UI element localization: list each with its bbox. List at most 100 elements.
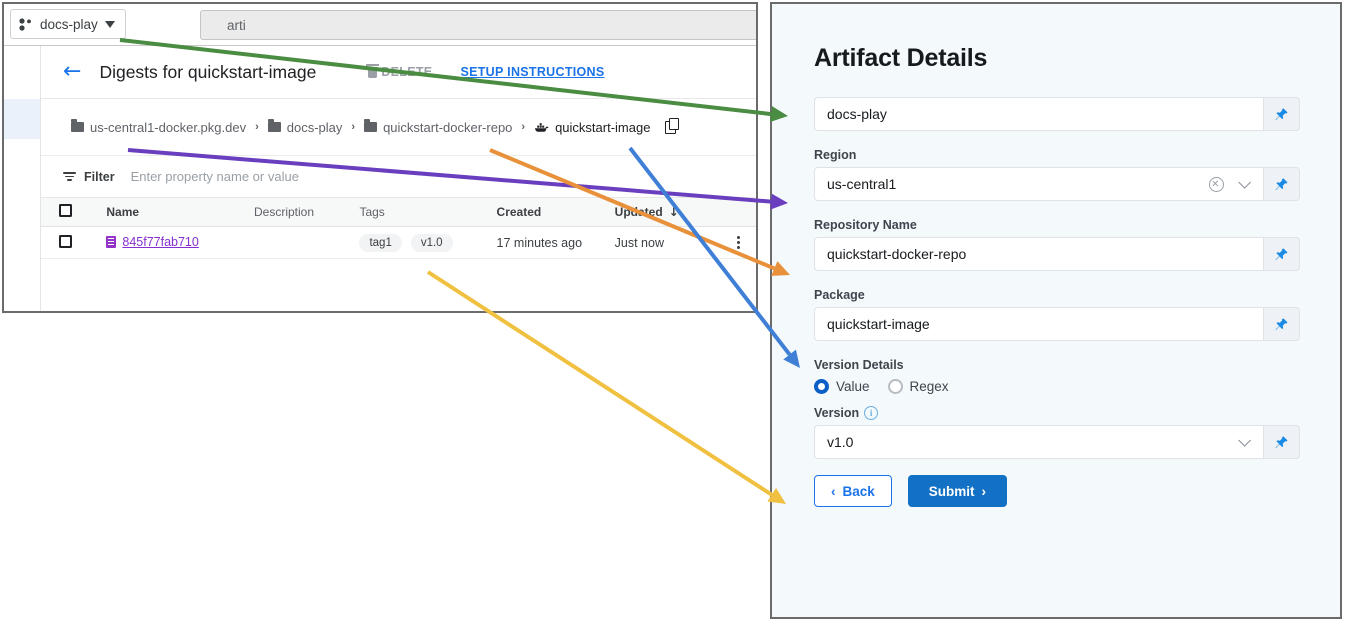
chevron-down-icon[interactable] xyxy=(1238,433,1251,447)
docker-whale-icon xyxy=(535,122,549,132)
field-repository-name-row: quickstart-docker-repo xyxy=(814,237,1300,271)
search-input-value: arti xyxy=(227,17,246,33)
submit-button-label: Submit xyxy=(928,483,975,499)
row-tags-cell: tag1 v1.0 xyxy=(359,226,497,259)
page-title: Digests for quickstart-image xyxy=(99,61,317,82)
delete-button-label: DELETE xyxy=(381,65,433,79)
region-input[interactable]: us-central1 xyxy=(814,167,1264,201)
project-selector[interactable]: docs-play xyxy=(10,9,126,39)
region-input-value: us-central1 xyxy=(827,176,897,192)
region-label: Region xyxy=(814,148,857,162)
column-header-description[interactable]: Description xyxy=(254,198,360,227)
copy-icon[interactable] xyxy=(665,118,679,134)
back-button[interactable]: ‹ Back xyxy=(814,475,892,507)
pin-icon xyxy=(1275,178,1288,190)
project-selector-label: docs-play xyxy=(40,16,98,32)
panel-title: Artifact Details xyxy=(814,44,988,72)
pin-icon xyxy=(1275,248,1288,260)
breadcrumb-label: us-central1-docker.pkg.dev xyxy=(90,119,247,135)
breadcrumb-item-package: quickstart-image xyxy=(534,120,650,135)
repository-name-label: Repository Name xyxy=(814,218,917,232)
digest-link[interactable]: 845f77fab710 xyxy=(106,235,199,249)
table-row[interactable]: 845f77fab710 tag1 v1.0 17 minutes ago Jus… xyxy=(41,226,756,259)
chevron-down-icon xyxy=(104,20,115,28)
tag-chip[interactable]: v1.0 xyxy=(410,233,453,252)
pin-icon xyxy=(1275,108,1288,120)
project-dots-icon xyxy=(19,17,31,31)
column-header-created[interactable]: Created xyxy=(496,198,615,227)
breadcrumb-label: quickstart-docker-repo xyxy=(383,119,513,135)
repository-name-input[interactable]: quickstart-docker-repo xyxy=(814,237,1264,271)
filter-bar[interactable]: Filter Enter property name or value xyxy=(41,156,756,198)
breadcrumb-item-project[interactable]: docs-play xyxy=(267,119,342,135)
project-pin-button[interactable] xyxy=(1264,97,1300,131)
version-details-radio-group: Value Regex xyxy=(814,379,1302,394)
version-pin-button[interactable] xyxy=(1264,425,1300,459)
region-pin-button[interactable] xyxy=(1264,167,1300,201)
breadcrumb-separator: › xyxy=(521,121,526,133)
package-pin-button[interactable] xyxy=(1264,307,1300,341)
field-project-row: docs-play xyxy=(814,97,1300,131)
filter-icon xyxy=(63,171,76,182)
row-description-cell xyxy=(254,226,360,259)
filter-label: Filter xyxy=(84,169,115,184)
select-all-header[interactable] xyxy=(41,198,107,227)
breadcrumb-item-registry[interactable]: us-central1-docker.pkg.dev xyxy=(71,119,247,135)
version-label-row: Version i xyxy=(814,406,1302,420)
breadcrumb-separator: › xyxy=(351,121,356,133)
row-actions-cell[interactable] xyxy=(720,226,756,259)
column-header-updated[interactable]: Updated↓ xyxy=(614,198,721,227)
row-updated-cell: Just now xyxy=(614,226,721,259)
more-options-icon[interactable] xyxy=(720,236,756,249)
package-input[interactable]: quickstart-image xyxy=(814,307,1264,341)
info-icon[interactable]: i xyxy=(864,406,879,420)
radio-value-label: Value xyxy=(836,379,870,394)
delete-button[interactable]: DELETE xyxy=(366,63,433,79)
search-input[interactable]: arti xyxy=(200,10,756,40)
clear-icon[interactable] xyxy=(1209,176,1224,192)
radio-regex-indicator xyxy=(887,379,903,394)
field-package: Package quickstart-image xyxy=(814,288,1302,341)
column-header-tags[interactable]: Tags xyxy=(359,198,497,227)
column-header-name[interactable]: Name xyxy=(106,198,254,227)
breadcrumb: us-central1-docker.pkg.dev › docs-play ›… xyxy=(41,99,756,156)
nav-rail[interactable] xyxy=(4,46,41,311)
field-version-row: v1.0 xyxy=(814,425,1300,459)
radio-option-value[interactable]: Value xyxy=(814,379,870,394)
submit-button[interactable]: Submit › xyxy=(907,475,1008,507)
browser-top-bar: docs-play arti xyxy=(4,4,756,46)
field-package-row: quickstart-image xyxy=(814,307,1300,341)
header-actions: DELETE SETUP INSTRUCTIONS xyxy=(366,63,605,79)
submit-button-glyph: › xyxy=(981,483,987,499)
folder-icon xyxy=(364,119,378,132)
radio-option-regex[interactable]: Regex xyxy=(887,379,949,394)
field-region: Region us-central1 xyxy=(814,148,1302,201)
version-input[interactable]: v1.0 xyxy=(814,425,1264,459)
filter-input-placeholder: Enter property name or value xyxy=(130,169,299,184)
row-created-cell: 17 minutes ago xyxy=(496,226,615,259)
version-details-label: Version Details xyxy=(814,358,904,372)
row-checkbox[interactable] xyxy=(59,234,72,248)
artifact-registry-window: docs-play arti ← Digests for quickstart-… xyxy=(2,2,758,313)
pin-icon xyxy=(1275,436,1288,448)
repository-name-pin-button[interactable] xyxy=(1264,237,1300,271)
setup-instructions-link[interactable]: SETUP INSTRUCTIONS xyxy=(460,65,605,79)
row-select-cell[interactable] xyxy=(41,226,107,259)
folder-icon xyxy=(71,119,84,132)
back-arrow-icon[interactable]: ← xyxy=(63,59,82,84)
tag-chip[interactable]: tag1 xyxy=(359,233,402,252)
field-region-row: us-central1 xyxy=(814,167,1300,201)
back-button-glyph: ‹ xyxy=(831,483,836,499)
breadcrumb-separator: › xyxy=(255,121,259,133)
nav-rail-active-indicator xyxy=(4,99,40,139)
select-all-checkbox[interactable] xyxy=(59,204,72,217)
artifact-details-panel: Artifact Details docs-play Region us-cen… xyxy=(770,2,1342,619)
row-name-cell: 845f77fab710 xyxy=(106,226,254,259)
field-version-details: Version Details Value Regex xyxy=(814,358,1302,394)
back-button-label: Back xyxy=(842,483,875,499)
digests-table: Name Description Tags Created Updated↓ xyxy=(41,198,756,259)
chevron-down-icon[interactable] xyxy=(1238,175,1251,189)
breadcrumb-item-repository[interactable]: quickstart-docker-repo xyxy=(364,119,513,135)
project-input[interactable]: docs-play xyxy=(814,97,1264,131)
